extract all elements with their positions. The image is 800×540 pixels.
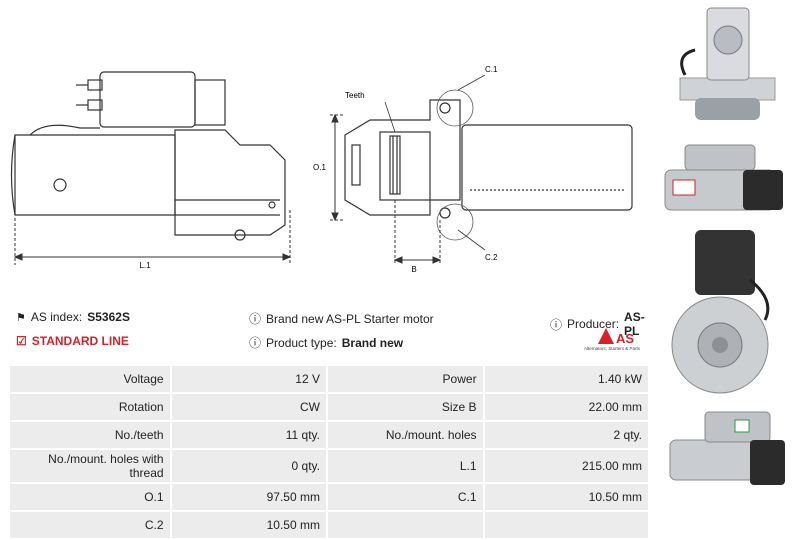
o1-dimension (330, 113, 345, 222)
spec-label: O.1 (10, 484, 170, 510)
spec-value: 1.40 kW (484, 366, 648, 392)
checkbox-icon: ☑ (16, 334, 27, 348)
spec-label: No./teeth (10, 422, 170, 448)
spec-value: 2 qty. (484, 422, 648, 448)
product-info: ⚑ AS index: S5362S ⓘ Brand new AS-PL Sta… (12, 306, 652, 352)
spec-value: 22.00 mm (484, 394, 648, 420)
photo-side-1 (664, 144, 783, 211)
producer-label: Producer: (567, 317, 620, 331)
spec-value: 97.50 mm (171, 484, 326, 510)
spec-value: 12 V (171, 366, 326, 392)
spec-label: No./mount. holes with thread (10, 450, 170, 482)
spec-value (484, 512, 648, 538)
spec-value: 10.50 mm (171, 512, 326, 538)
as-index-label: AS index: (30, 310, 83, 324)
l1-label: L.1 (139, 261, 151, 270)
as-index-row: ⚑ AS index: S5362S (16, 310, 130, 324)
spec-label: L.1 (327, 450, 483, 482)
spec-label: Voltage (10, 366, 170, 392)
logo-mark-icon: AS (598, 328, 634, 346)
spec-value: CW (171, 394, 326, 420)
b-label: B (411, 265, 416, 274)
spec-value: 11 qty. (171, 422, 326, 448)
svg-text:AS: AS (616, 331, 634, 346)
info-icon: ⓘ (249, 336, 262, 350)
technical-drawing: L.1 Teeth C.1 C.2 O.1 B (10, 65, 633, 274)
spec-value: 215.00 mm (484, 450, 648, 482)
teeth-label: Teeth (345, 91, 365, 100)
description-row: ⓘ Brand new AS-PL Starter motor (249, 310, 434, 327)
c1-label: C.1 (485, 65, 498, 74)
spec-label: Size B (327, 394, 483, 420)
spec-label: C.2 (10, 512, 170, 538)
spec-label: Power (327, 366, 483, 392)
front-view-drawing (344, 89, 633, 241)
tag-icon: ⚑ (16, 311, 26, 324)
c2-label: C.2 (485, 253, 498, 262)
spec-label: C.1 (327, 484, 483, 510)
side-view-drawing (10, 71, 286, 241)
as-index-value: S5362S (87, 310, 130, 324)
spec-value: 0 qty. (171, 450, 326, 482)
info-icon: ⓘ (249, 312, 262, 326)
product-type-label: Product type: (266, 335, 337, 350)
product-photos (664, 7, 785, 485)
photo-rear (671, 230, 770, 394)
spec-label: Rotation (10, 394, 170, 420)
l1-dimension (13, 210, 292, 265)
producer-value: AS-PL (624, 310, 645, 338)
product-type-row: ⓘ Product type: Brand new (249, 334, 403, 351)
photo-front (679, 7, 776, 120)
standard-line-row: ☑ STANDARD LINE (16, 334, 129, 348)
standard-line-label: STANDARD LINE (31, 334, 129, 348)
spec-value: 10.50 mm (484, 484, 648, 510)
spec-label (327, 512, 483, 538)
photo-side-2 (669, 411, 785, 485)
spec-label: No./mount. holes (327, 422, 483, 448)
product-type-value: Brand new (341, 335, 404, 350)
o1-label: O.1 (313, 163, 326, 172)
as-pl-logo: AS Alternators, Starters & Parts (584, 326, 652, 356)
b-dimension (393, 200, 442, 265)
product-description: Brand new AS-PL Starter motor (266, 311, 434, 326)
producer-row: ⓘ Producer: AS-PL (550, 310, 652, 338)
logo-tagline: Alternators, Starters & Parts (584, 346, 641, 351)
info-icon: ⓘ (550, 317, 563, 332)
